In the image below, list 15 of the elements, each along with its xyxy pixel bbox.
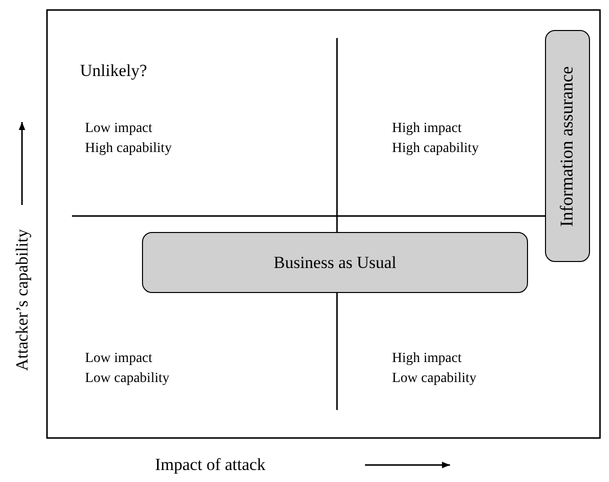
quadrant-label: Low capability [85,372,170,386]
quadrant-label: Low impact [85,352,152,366]
quadrant-label: High impact [392,122,462,136]
box-label: Information assurance [557,66,578,226]
note-text: Unlikely? [80,62,148,79]
quadrant-label: High capability [392,142,479,156]
quadrant-label: High capability [85,142,172,156]
quadrant-label: Low impact [85,122,152,136]
axis-title: Impact of attack [155,456,266,473]
box-label: Business as Usual [274,252,396,272]
process-box [142,232,528,293]
process-box [545,30,590,262]
quadrant-label: High impact [392,352,462,366]
axis-title: Attacker’s capability [14,229,30,371]
quadrant-label: Low capability [392,372,476,386]
